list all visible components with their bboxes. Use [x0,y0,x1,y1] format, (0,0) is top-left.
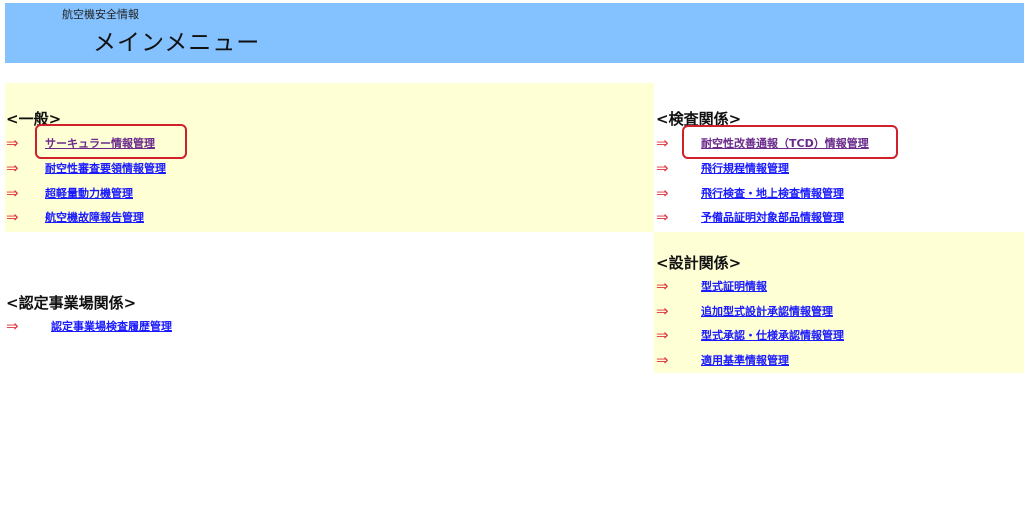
link-ultralight[interactable]: 超軽量動力機管理 [45,187,133,200]
arrow-icon: ⇒ [6,184,19,202]
link-tcd-info[interactable]: 耐空性改善通報（TCD）情報管理 [701,137,869,150]
menu-item-tcd: ⇒ 耐空性改善通報（TCD）情報管理 [656,134,869,152]
link-spare-parts[interactable]: 予備品証明対象部品情報管理 [701,211,844,224]
highlight-box-circular [35,124,187,159]
section-title-certified-business: <認定事業場関係> [6,294,137,312]
menu-item-flight-manual: ⇒ 飛行規程情報管理 [656,159,789,177]
link-circular-info[interactable]: サーキュラー情報管理 [45,137,155,150]
page-header: 航空機安全情報 メインメニュー [5,3,1024,63]
section-title-design: <設計関係> [656,254,742,272]
header-subtitle: 航空機安全情報 [62,8,139,21]
design-panel [654,232,1024,373]
arrow-icon: ⇒ [656,208,669,226]
menu-item-additional-design: ⇒ 追加型式設計承認情報管理 [656,302,833,320]
link-type-certificate[interactable]: 型式証明情報 [701,280,767,293]
section-title-inspection: <検査関係> [656,110,742,128]
arrow-icon: ⇒ [656,159,669,177]
menu-item-airworthiness-review: ⇒ 耐空性審査要領情報管理 [6,159,166,177]
arrow-icon: ⇒ [6,159,19,177]
link-type-spec-approval[interactable]: 型式承認・仕様承認情報管理 [701,329,844,342]
menu-item-certified-inspection: ⇒ 認定事業場検査履歴管理 [6,317,172,335]
arrow-icon: ⇒ [6,134,19,152]
menu-item-ultralight: ⇒ 超軽量動力機管理 [6,184,133,202]
menu-item-circular: ⇒ サーキュラー情報管理 [6,134,155,152]
arrow-icon: ⇒ [6,317,19,335]
link-flight-ground-inspection[interactable]: 飛行検査・地上検査情報管理 [701,187,844,200]
arrow-icon: ⇒ [656,351,669,369]
menu-item-spare-parts: ⇒ 予備品証明対象部品情報管理 [656,208,844,226]
menu-item-type-certificate: ⇒ 型式証明情報 [656,277,767,295]
link-flight-manual[interactable]: 飛行規程情報管理 [701,162,789,175]
link-applicable-standards[interactable]: 適用基準情報管理 [701,354,789,367]
link-additional-design-approval[interactable]: 追加型式設計承認情報管理 [701,305,833,318]
link-certified-inspection-history[interactable]: 認定事業場検査履歴管理 [51,320,172,333]
arrow-icon: ⇒ [656,184,669,202]
section-title-general: <一般> [6,110,62,128]
highlight-box-tcd [682,125,898,159]
arrow-icon: ⇒ [6,208,19,226]
arrow-icon: ⇒ [656,134,669,152]
page-title: メインメニュー [93,30,261,56]
arrow-icon: ⇒ [656,302,669,320]
link-failure-report[interactable]: 航空機故障報告管理 [45,211,144,224]
menu-item-flight-ground-inspection: ⇒ 飛行検査・地上検査情報管理 [656,184,844,202]
arrow-icon: ⇒ [656,326,669,344]
menu-item-applicable-standards: ⇒ 適用基準情報管理 [656,351,789,369]
menu-item-failure-report: ⇒ 航空機故障報告管理 [6,208,144,226]
link-airworthiness-review[interactable]: 耐空性審査要領情報管理 [45,162,166,175]
menu-item-type-spec-approval: ⇒ 型式承認・仕様承認情報管理 [656,326,844,344]
arrow-icon: ⇒ [656,277,669,295]
